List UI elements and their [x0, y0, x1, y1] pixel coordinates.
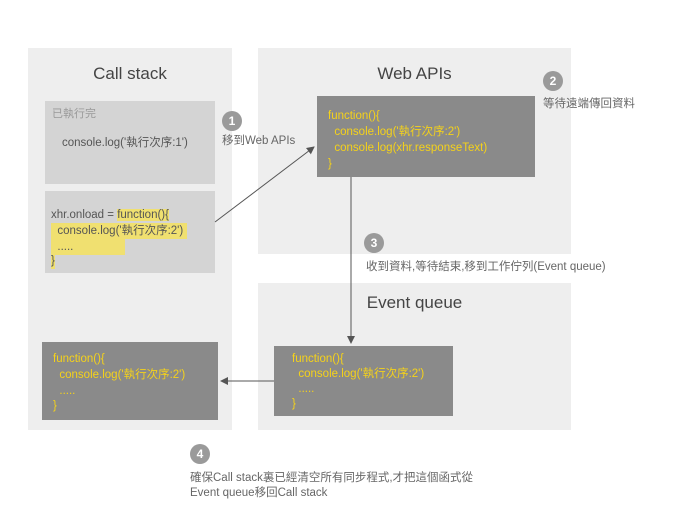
step-3-badge: 3	[364, 233, 384, 253]
event-queue-code-line-2: console.log('執行次序:2')	[292, 368, 425, 380]
web-apis-code-box: function(){ console.log('執行次序:2') consol…	[317, 96, 535, 177]
event-queue-code-line-4: }	[292, 398, 296, 410]
onload-box: xhr.onload = function(){ console.log('執行…	[45, 191, 215, 273]
step-1-text: 移到Web APIs	[222, 135, 296, 147]
call-stack-title: Call stack	[93, 64, 167, 83]
step-2-badge: 2	[543, 71, 563, 91]
web-apis-code-line-4: }	[328, 158, 332, 170]
web-apis-code-line-1: function(){	[328, 110, 380, 122]
step-4-text: 確保Call stack裏已經清空所有同步程式,才把這個函式從 Event qu…	[190, 472, 474, 499]
returned-code-line-1: function(){	[53, 353, 105, 365]
arrow-to-web-apis	[214, 146, 315, 223]
onload-function-keyword: function(){	[117, 209, 169, 221]
executed-box: 已執行完 console.log('執行次序:1')	[45, 101, 215, 184]
onload-line-3: .....	[51, 239, 126, 255]
step-1-badge: 1	[222, 111, 242, 131]
executed-label: 已執行完	[52, 108, 96, 120]
onload-line-1: xhr.onload = function(){	[51, 207, 169, 223]
executed-code: console.log('執行次序:1')	[62, 137, 188, 149]
returned-code-box: function(){ console.log('執行次序:2') ..... …	[42, 342, 218, 420]
onload-line-2: console.log('執行次序:2')	[51, 223, 188, 239]
event-queue-title: Event queue	[366, 293, 463, 312]
step-2-text: 等待遠端傳回資料	[543, 98, 635, 110]
onload-assign-text: xhr.onload =	[51, 209, 118, 221]
event-queue-code-box: function(){ console.log('執行次序:2') ..... …	[274, 346, 453, 416]
web-apis-code-line-3: console.log(xhr.responseText)	[328, 142, 488, 154]
event-queue-code-line-1: function(){	[292, 353, 344, 365]
returned-code-line-2: console.log('執行次序:2')	[53, 369, 186, 381]
returned-code-line-4: }	[53, 400, 57, 412]
web-apis-code-line-2: console.log('執行次序:2')	[328, 126, 461, 138]
returned-code-line-3: .....	[53, 385, 76, 397]
event-queue-code-line-3: .....	[292, 383, 315, 395]
step-4-badge: 4	[190, 444, 210, 464]
step-3-text: 收到資料,等待結束,移到工作佇列(Event queue)	[366, 261, 606, 273]
onload-line-4: }	[51, 253, 55, 269]
web-apis-title: Web APIs	[377, 64, 452, 83]
